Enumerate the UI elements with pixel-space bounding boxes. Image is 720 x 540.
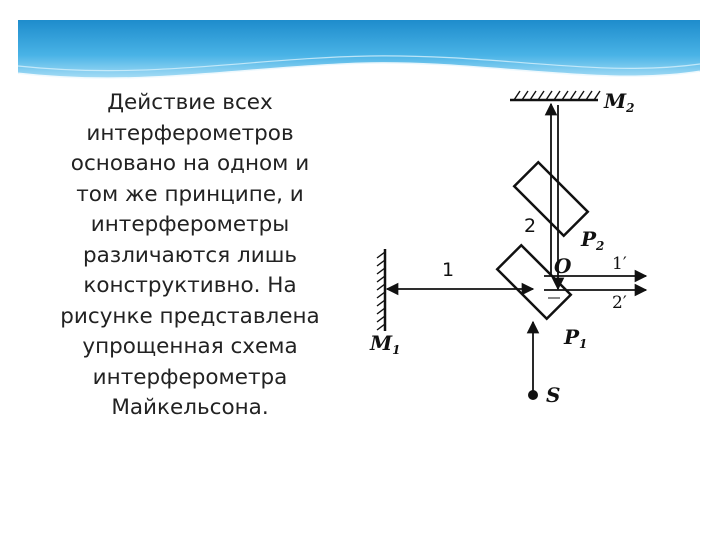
text-line: упрощенная схема xyxy=(82,334,298,359)
source-point xyxy=(528,390,538,400)
text-line: основано на одном и xyxy=(70,151,310,176)
text-line: том же принципе, и xyxy=(76,181,304,207)
mirror-m2 xyxy=(510,90,601,102)
label-m2: M2 xyxy=(603,89,635,115)
text-line: различаются лишь xyxy=(82,242,298,268)
label-beam-1: 1 xyxy=(442,259,454,281)
label-m1: M1 xyxy=(369,331,401,357)
text-line: рисунке представлена xyxy=(60,303,320,329)
label-beam-2: 2 xyxy=(524,215,536,237)
label-beam-1-prime: 1′ xyxy=(612,254,627,274)
text-line: интерферометры xyxy=(90,212,290,237)
label-s: S xyxy=(546,383,560,407)
michelson-interferometer-diagram: M2 M1 P2 P1 O S 1 2 1′ 2′ xyxy=(366,86,654,416)
text-line: конструктивно. На xyxy=(83,273,297,298)
label-p1: P1 xyxy=(563,325,587,351)
mirror-m1 xyxy=(376,249,387,331)
label-p2: P2 xyxy=(580,227,604,253)
label-o: O xyxy=(554,254,572,278)
text-line: интерферометров xyxy=(86,120,294,146)
text-line: интерферометра xyxy=(92,364,288,390)
label-beam-2-prime: 2′ xyxy=(612,293,627,313)
text-line: Действие всех xyxy=(107,90,273,115)
description-text: Действие всех интерферометров основано н… xyxy=(40,88,340,424)
header-banner xyxy=(17,20,701,81)
text-line: Майкельсона. xyxy=(111,395,269,420)
